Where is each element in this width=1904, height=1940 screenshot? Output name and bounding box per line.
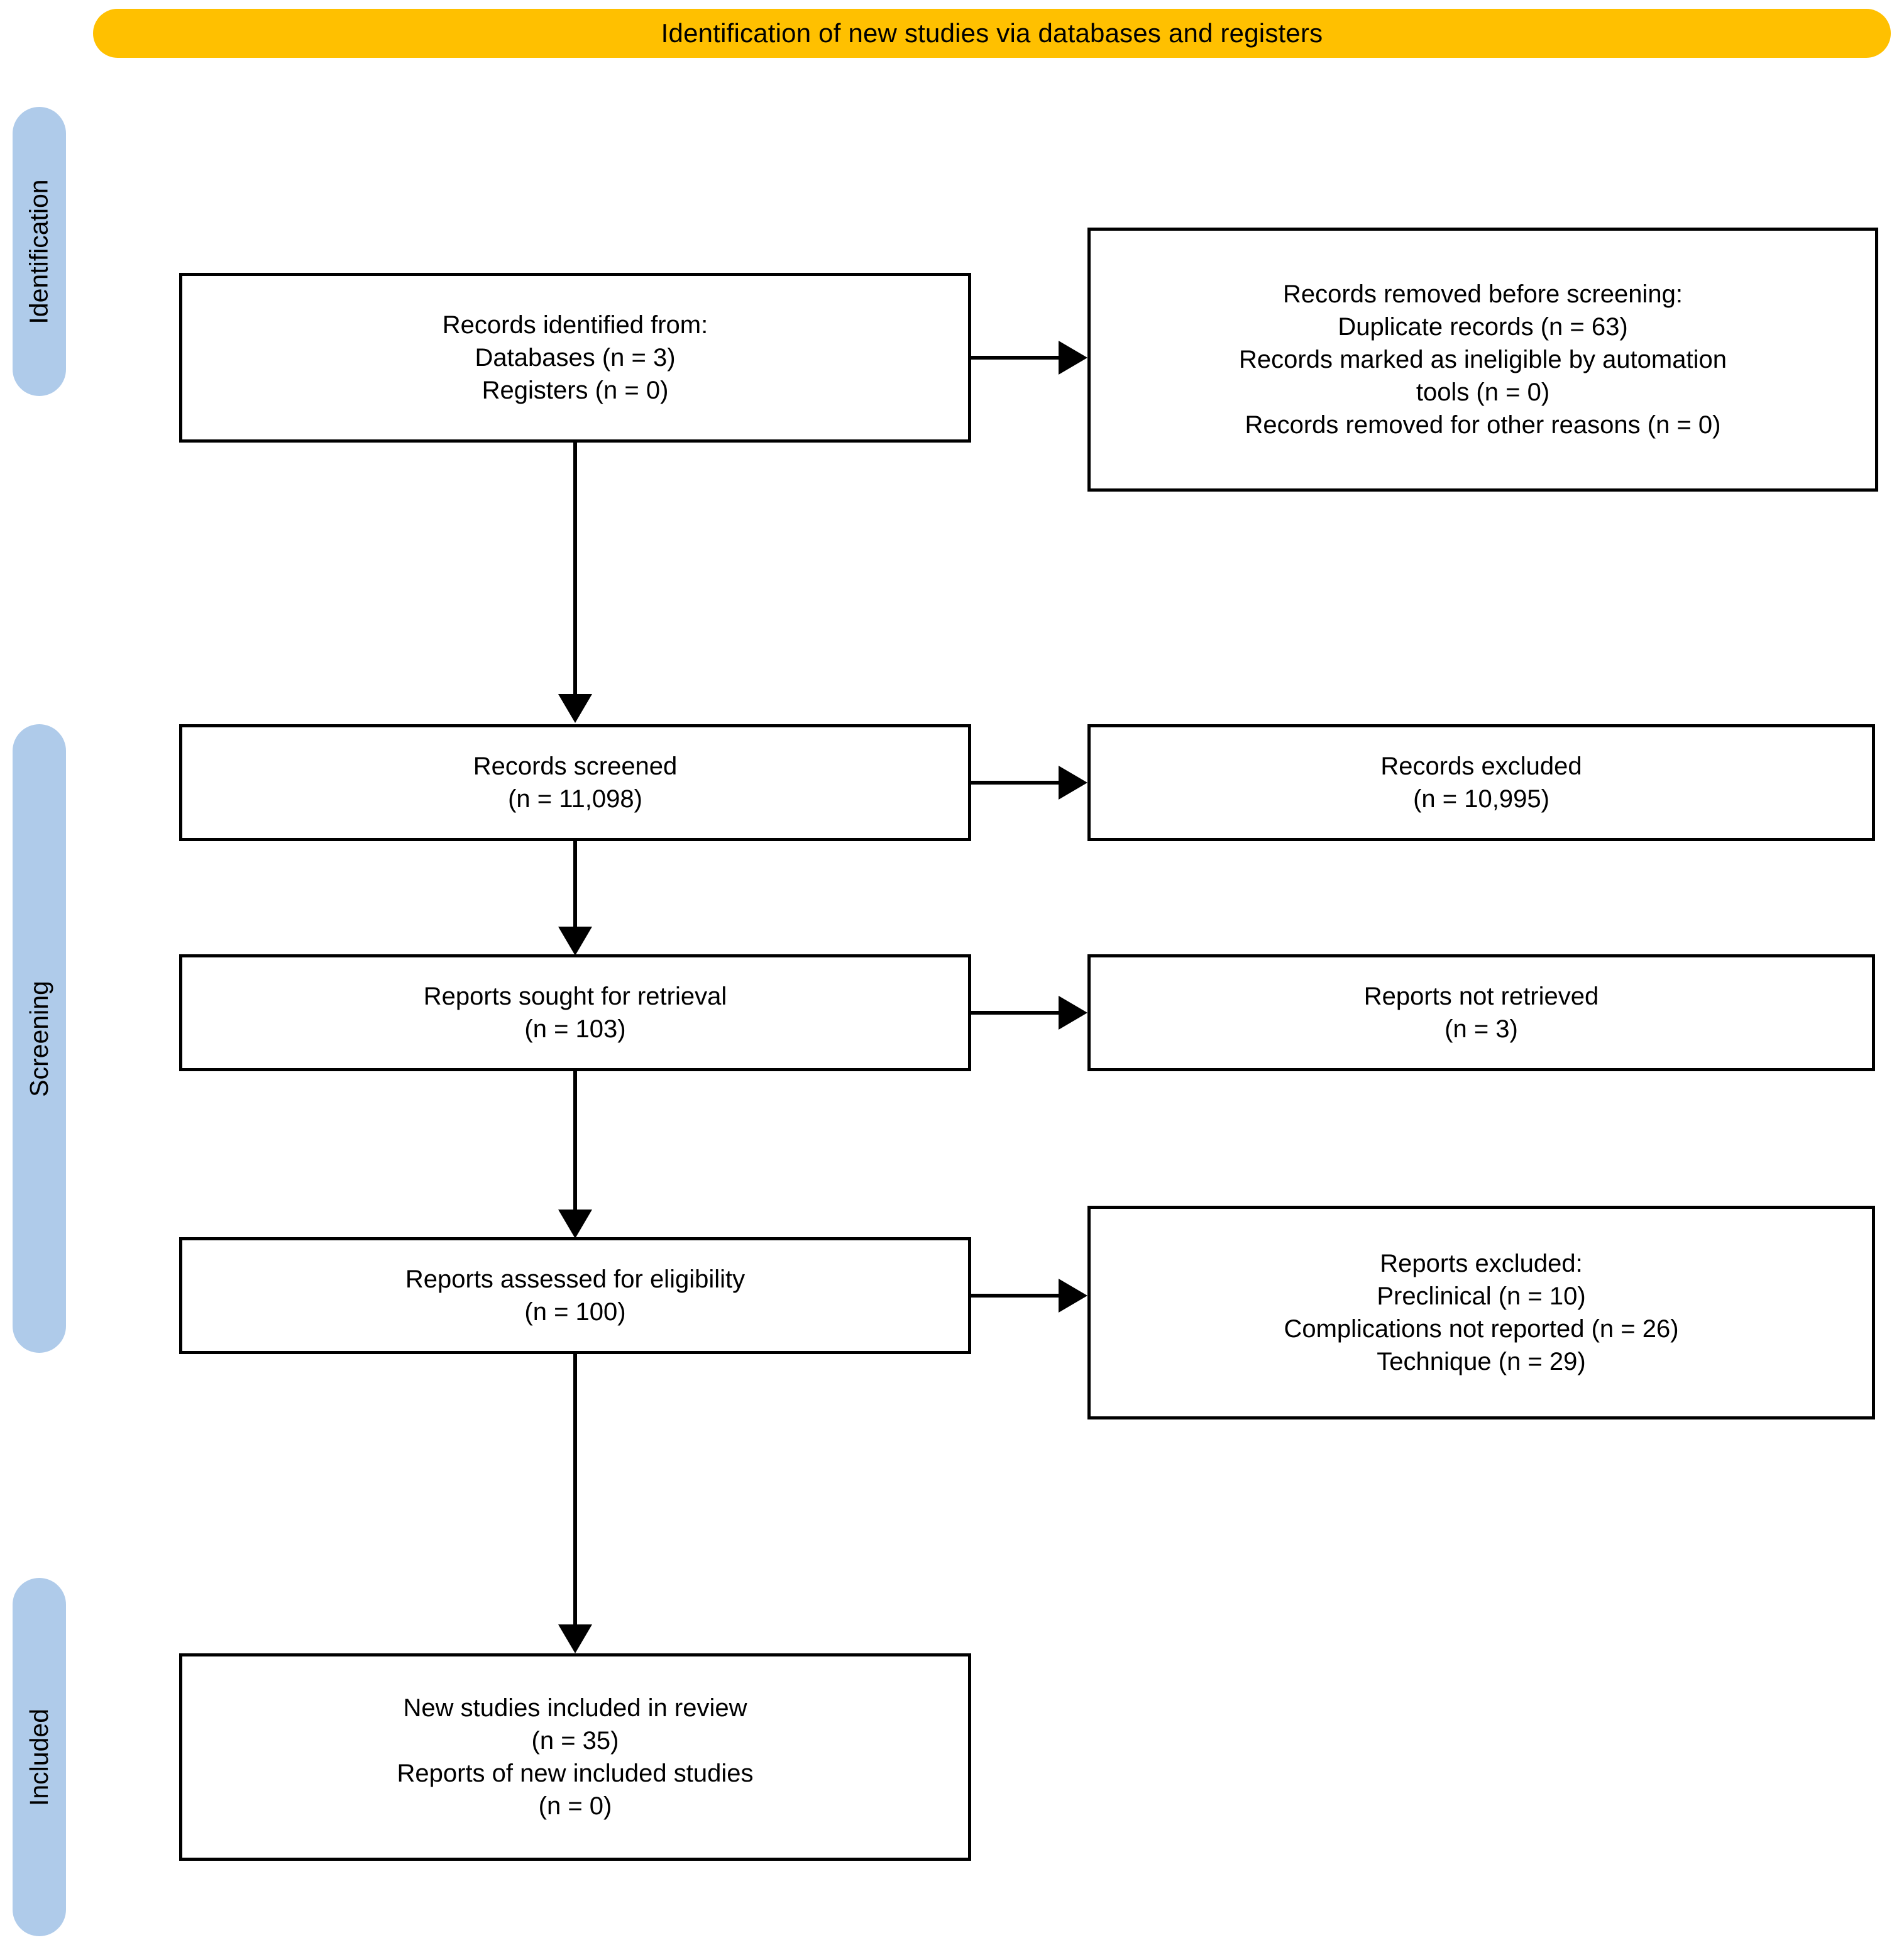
box-line: Records identified from: — [442, 311, 708, 339]
box-records-excluded: Records excluded (n = 10,995) — [1087, 724, 1875, 841]
stage-label-screening-text: Screening — [25, 980, 53, 1097]
connector-screened-to-sought — [573, 841, 577, 929]
box-line: Records removed for other reasons (n = 0… — [1245, 411, 1721, 439]
connector-sought-to-assessed — [573, 1071, 577, 1212]
box-line: tools (n = 0) — [1416, 378, 1550, 406]
arrowhead-screened-to-sought — [558, 927, 592, 956]
box-line: Complications not reported (n = 26) — [1284, 1315, 1679, 1343]
box-line: Reports not retrieved — [1363, 983, 1599, 1010]
stage-label-identification: Identification — [13, 107, 66, 396]
connector-screened-to-excluded — [971, 781, 1062, 785]
box-new-studies-included-in-review: New studies included in review (n = 35) … — [179, 1653, 971, 1861]
box-line: Records marked as ineligible by automati… — [1239, 346, 1727, 373]
stage-label-included-text: Included — [25, 1708, 54, 1806]
connector-assessed-to-reports-excluded — [971, 1294, 1062, 1298]
box-line: Reports excluded: — [1380, 1250, 1583, 1277]
box-line: Records excluded — [1380, 752, 1582, 780]
box-reports-not-retrieved: Reports not retrieved (n = 3) — [1087, 954, 1875, 1071]
box-records-removed-before-screening: Records removed before screening: Duplic… — [1087, 228, 1878, 492]
arrowhead-screened-to-excluded — [1059, 766, 1087, 800]
box-line: Reports sought for retrieval — [423, 983, 727, 1010]
box-line: Reports of new included studies — [397, 1760, 754, 1787]
box-reports-sought-for-retrieval: Reports sought for retrieval (n = 103) — [179, 954, 971, 1071]
box-line: Technique (n = 29) — [1377, 1348, 1586, 1375]
box-line: Records removed before screening: — [1283, 280, 1683, 308]
stage-label-identification-text: Identification — [25, 179, 53, 324]
arrowhead-assessed-to-included — [558, 1624, 592, 1653]
connector-assessed-to-included — [573, 1354, 577, 1626]
diagram-header-banner: Identification of new studies via databa… — [93, 9, 1891, 58]
arrowhead-assessed-to-reports-excluded — [1059, 1279, 1087, 1313]
box-records-screened: Records screened (n = 11,098) — [179, 724, 971, 841]
connector-sought-to-not-retrieved — [971, 1011, 1062, 1015]
box-line: New studies included in review — [403, 1694, 747, 1722]
arrowhead-identified-to-screened — [558, 694, 592, 723]
connector-identified-to-removed — [971, 356, 1062, 360]
box-reports-assessed-for-eligibility: Reports assessed for eligibility (n = 10… — [179, 1237, 971, 1354]
box-line: (n = 11,098) — [508, 785, 642, 813]
box-line: (n = 35) — [531, 1727, 619, 1755]
box-line: (n = 103) — [524, 1015, 626, 1043]
arrowhead-sought-to-assessed — [558, 1210, 592, 1238]
box-line: Records screened — [473, 752, 678, 780]
stage-label-screening: Screening — [13, 724, 66, 1353]
box-line: Reports assessed for eligibility — [405, 1265, 746, 1293]
connector-identified-to-screened — [573, 443, 577, 695]
arrowhead-sought-to-not-retrieved — [1059, 996, 1087, 1030]
box-line: Databases (n = 3) — [475, 344, 676, 372]
stage-label-included: Included — [13, 1578, 66, 1936]
box-line: Registers (n = 0) — [482, 377, 669, 404]
diagram-title: Identification of new studies via databa… — [661, 18, 1323, 48]
box-records-identified: Records identified from: Databases (n = … — [179, 273, 971, 443]
box-line: Duplicate records (n = 63) — [1338, 313, 1628, 341]
box-line: (n = 3) — [1445, 1015, 1518, 1043]
box-line: (n = 10,995) — [1413, 785, 1549, 813]
box-line: (n = 100) — [524, 1298, 626, 1326]
box-line: Preclinical (n = 10) — [1377, 1282, 1586, 1310]
box-reports-excluded: Reports excluded: Preclinical (n = 10) C… — [1087, 1206, 1875, 1419]
box-line: (n = 0) — [538, 1792, 612, 1820]
arrowhead-identified-to-removed — [1059, 341, 1087, 375]
